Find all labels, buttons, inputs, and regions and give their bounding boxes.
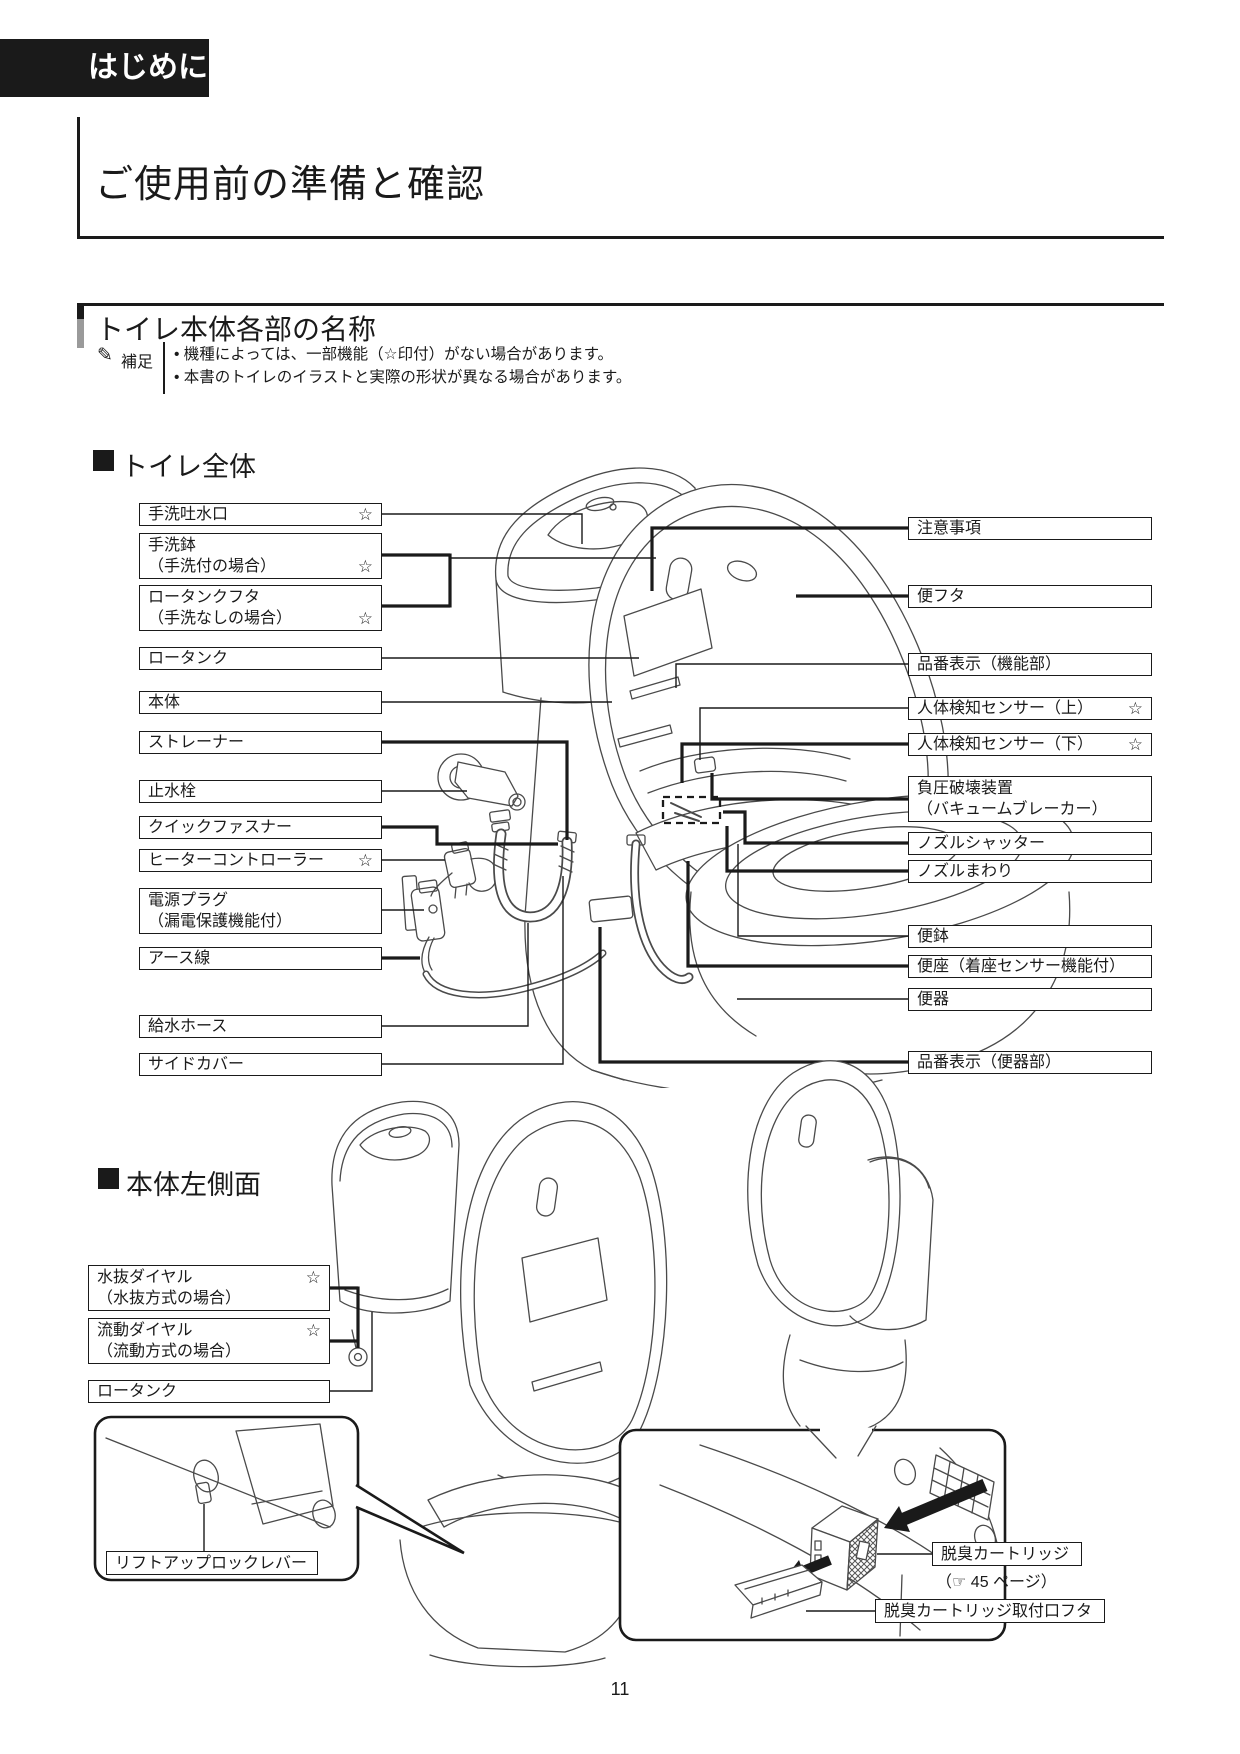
label-main-unit: 本体: [139, 691, 382, 714]
section-accent-gray: [77, 319, 84, 348]
label-cartridge-cover: 脱臭カートリッジ取付口フタ: [875, 1599, 1105, 1623]
label-model-number-function: 品番表示（機能部）: [908, 653, 1152, 676]
label-flow-dial: 流動ダイヤル☆ （流動方式の場合）: [88, 1318, 330, 1364]
label-nozzle-shutter: ノズルシャッター: [908, 832, 1152, 855]
leader-lines-bold: [382, 526, 908, 1064]
note-label: 補足: [121, 354, 154, 371]
plumbing-drawing: [401, 753, 646, 975]
deodorizing-cartridge-drawing: [809, 1505, 879, 1591]
label-strainer: ストレーナー: [139, 731, 382, 754]
heading-square-icon: [98, 1168, 119, 1189]
page-title: ご使用前の準備と確認: [95, 164, 486, 206]
label-drain-dial: 水抜ダイヤル☆ （水抜方式の場合）: [88, 1265, 330, 1311]
title-rule: [77, 236, 1164, 239]
rear-view-toilet-drawing: [747, 1060, 934, 1429]
heading-whole-toilet: トイレ全体: [121, 452, 256, 482]
label-tank-side: ロータンク: [88, 1380, 330, 1403]
label-tank: ロータンク: [139, 647, 382, 670]
heading-square-icon: [93, 450, 114, 471]
leader-lines-thin: [382, 513, 908, 1065]
pencil-icon: ✎: [97, 345, 113, 366]
heading-left-side: 本体左側面: [126, 1170, 261, 1200]
left-side-toilet-drawing: [331, 1100, 668, 1668]
label-model-number-bowl: 品番表示（便器部）: [908, 1051, 1152, 1074]
label-toilet-seat: 便座（着座センサー機能付）: [908, 955, 1152, 978]
label-nozzle-area: ノズルまわり: [908, 860, 1152, 883]
label-hand-wash-bowl: 手洗鉢 （手洗付の場合）☆: [139, 533, 382, 579]
label-earth-wire: アース線: [139, 947, 382, 970]
label-body-sensor-lower: 人体検知センサー（下）☆: [908, 733, 1152, 756]
label-toilet-lid: 便フタ: [908, 585, 1152, 608]
label-side-cover: サイドカバー: [139, 1053, 382, 1076]
label-toilet-bowl: 便器: [908, 988, 1152, 1011]
label-deodorizing-cartridge: 脱臭カートリッジ: [932, 1542, 1082, 1566]
title-accent-bar: [77, 117, 80, 237]
page-number: 11: [610, 1679, 630, 1699]
label-body-sensor-upper: 人体検知センサー（上）☆: [908, 697, 1152, 720]
label-supply-hose: 給水ホース: [139, 1015, 382, 1038]
note-divider: [163, 342, 165, 394]
label-caution-sticker: 注意事項: [908, 517, 1152, 540]
chapter-tab: はじめに: [0, 39, 209, 97]
label-power-plug: 電源プラグ （漏電保護機能付）: [139, 888, 382, 934]
label-hand-wash-spout: 手洗吐水口☆: [139, 503, 382, 526]
label-lift-up-lock-lever: リフトアップロックレバー: [106, 1551, 318, 1575]
section-accent-black: [77, 303, 84, 319]
lever-callout: [93, 1415, 465, 1582]
cartridge-page-reference: （☞ 45 ページ）: [936, 1574, 1057, 1591]
label-tank-lid: ロータンクフタ （手洗なしの場合）☆: [139, 585, 382, 631]
label-stop-valve: 止水栓: [139, 780, 382, 803]
note-bullet: • 機種によっては、一部機能（☆印付）がない場合があります。: [174, 346, 614, 363]
label-heater-controller: ヒーターコントローラー☆: [139, 849, 382, 872]
left-side-leaders: [330, 1286, 373, 1392]
label-bowl-inner: 便鉢: [908, 925, 1152, 948]
nozzle-dashed-box: [661, 795, 722, 825]
note-bullet: • 本書のトイレのイラストと実際の形状が異なる場合があります。: [174, 369, 632, 386]
hoses-drawing: [422, 828, 694, 999]
label-vacuum-breaker: 負圧破壊装置 （バキュームブレーカー）: [908, 776, 1152, 822]
label-quick-fastener: クイックファスナー: [139, 816, 382, 839]
cartridge-cover-drawing: [734, 1564, 823, 1619]
section-title: トイレ本体各部の名称: [96, 314, 377, 345]
section-rule: [77, 303, 1164, 306]
